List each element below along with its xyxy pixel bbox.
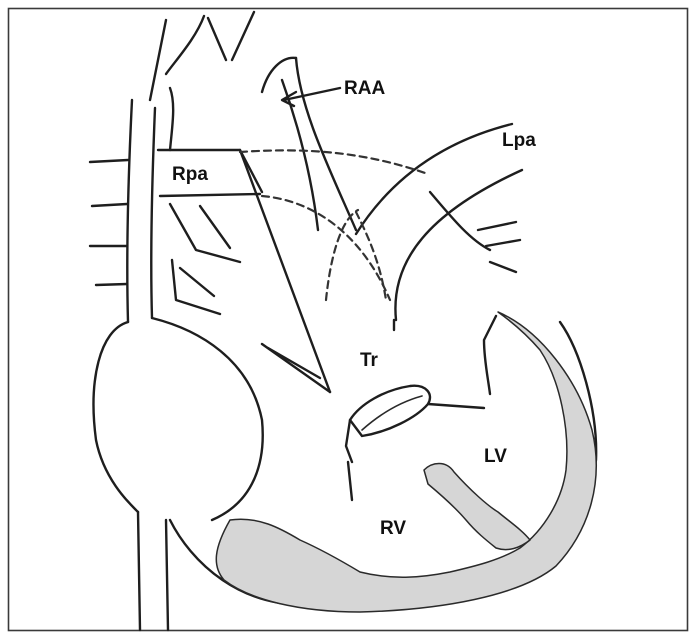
label-tr: Tr: [360, 350, 379, 371]
label-rpa: Rpa: [172, 164, 208, 185]
label-lpa: Lpa: [502, 130, 536, 151]
label-raa: RAA: [344, 78, 385, 99]
label-rv: RV: [380, 518, 406, 539]
figure-border: [9, 9, 688, 631]
label-lv: LV: [484, 446, 507, 467]
